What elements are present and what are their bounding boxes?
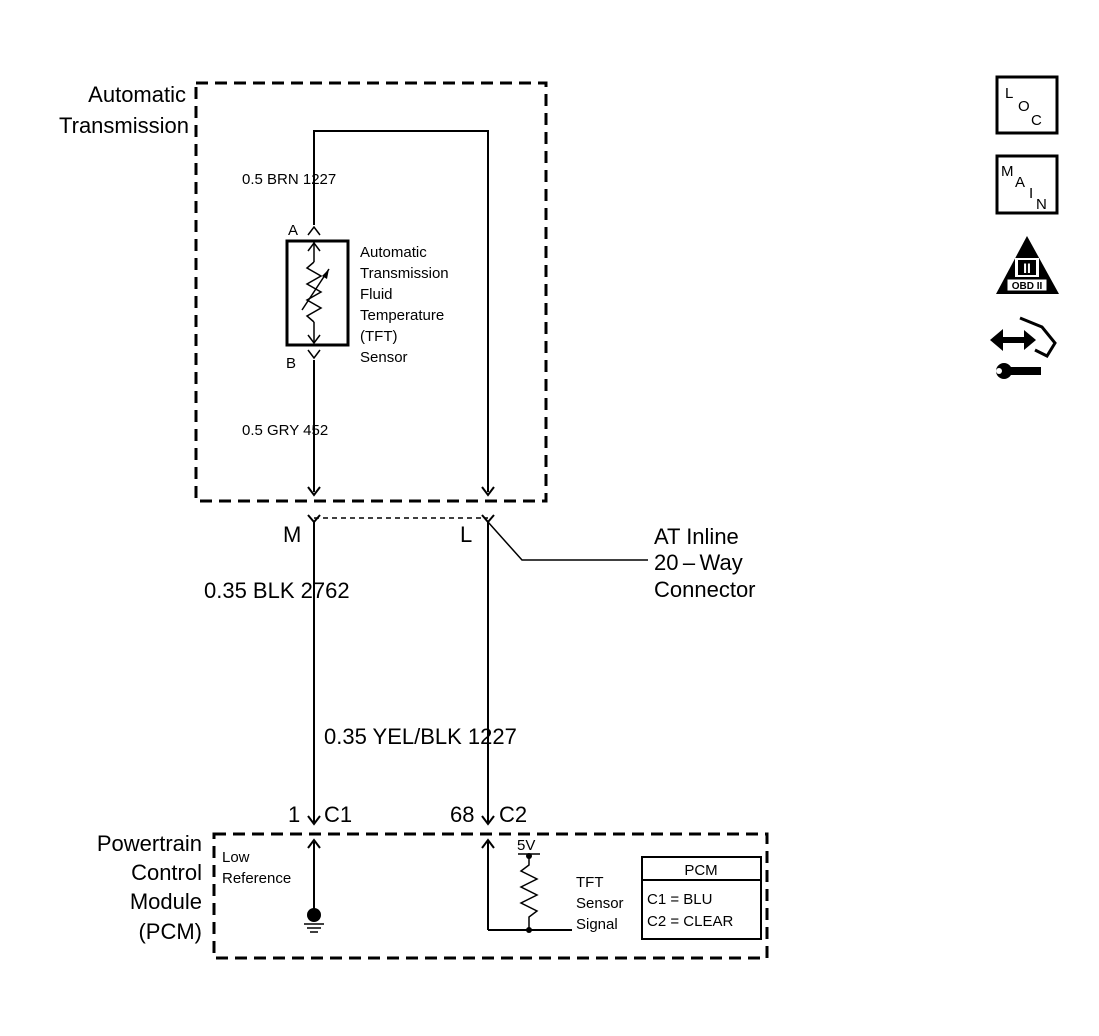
pcm-pin-c1-chevron bbox=[307, 815, 321, 826]
pcm-pin-c2-chevron bbox=[481, 815, 495, 826]
voltage-label: 5V bbox=[517, 837, 535, 854]
svg-text:Sensor: Sensor bbox=[576, 895, 624, 912]
main-icon[interactable]: M A I N bbox=[995, 154, 1059, 215]
pcm-pin-68: 68 bbox=[450, 802, 474, 827]
svg-text:Automatic: Automatic bbox=[360, 244, 427, 261]
low-reference-line2: Reference bbox=[222, 870, 291, 887]
service-tool-icon[interactable] bbox=[990, 316, 1057, 379]
svg-text:A: A bbox=[1015, 174, 1025, 191]
arrow-l-down bbox=[481, 486, 495, 497]
svg-text:Module: Module bbox=[130, 889, 202, 914]
svg-text:Transmission: Transmission bbox=[360, 265, 449, 282]
tft-signal-circuit bbox=[481, 838, 572, 933]
low-reference-line1: Low bbox=[222, 849, 250, 866]
obd-ii-icon[interactable]: II OBD II bbox=[996, 236, 1059, 294]
pcm-table-row-2: C2 = CLEAR bbox=[647, 913, 733, 930]
svg-text:TFT: TFT bbox=[576, 874, 604, 891]
svg-text:II: II bbox=[1023, 260, 1031, 276]
svg-text:Sensor: Sensor bbox=[360, 349, 408, 366]
svg-text:Temperature: Temperature bbox=[360, 307, 444, 324]
pcm-conn-c1: C1 bbox=[324, 802, 352, 827]
pin-b-chevron bbox=[307, 349, 321, 360]
wire-label-brn: 0.5 BRN 1227 bbox=[242, 171, 336, 188]
svg-text:I: I bbox=[1029, 185, 1033, 202]
wire-label-gry: 0.5 GRY 452 bbox=[242, 422, 328, 439]
svg-text:L: L bbox=[1005, 85, 1013, 102]
connector-leader bbox=[487, 521, 648, 561]
svg-text:20 – Way: 20 – Way bbox=[654, 550, 743, 575]
brn-wire-loop bbox=[313, 130, 489, 492]
svg-text:O: O bbox=[1018, 98, 1030, 115]
svg-text:N: N bbox=[1036, 196, 1047, 213]
svg-text:Fluid: Fluid bbox=[360, 286, 393, 303]
pcm-conn-c2: C2 bbox=[499, 802, 527, 827]
transmission-boundary bbox=[194, 81, 548, 503]
transmission-label-line2: Transmission bbox=[59, 113, 189, 138]
svg-text:M: M bbox=[1001, 163, 1014, 180]
svg-text:AT Inline: AT Inline bbox=[654, 524, 739, 549]
svg-text:Connector: Connector bbox=[654, 577, 756, 602]
pin-m-label: M bbox=[283, 522, 301, 547]
pin-b-label: B bbox=[286, 355, 296, 372]
svg-text:(TFT): (TFT) bbox=[360, 328, 397, 345]
svg-text:C: C bbox=[1031, 112, 1042, 129]
pin-a-chevron bbox=[307, 225, 321, 236]
pcm-pin-1: 1 bbox=[288, 802, 300, 827]
wire-label-yel-blk: 0.35 YEL/BLK 1227 bbox=[324, 724, 517, 749]
low-reference-circuit bbox=[304, 838, 324, 933]
svg-text:Control: Control bbox=[131, 860, 202, 885]
arrow-m-down bbox=[307, 486, 321, 497]
tft-sensor-label: Automatic Transmission Fluid Temperature… bbox=[360, 244, 449, 366]
connector-label: AT Inline 20 – Way Connector bbox=[654, 524, 756, 602]
pcm-table-row-1: C1 = BLU bbox=[647, 891, 712, 908]
svg-text:(PCM): (PCM) bbox=[138, 919, 202, 944]
svg-text:OBD II: OBD II bbox=[1012, 281, 1043, 292]
pcm-connector-table: PCM C1 = BLU C2 = CLEAR bbox=[641, 856, 762, 940]
tft-signal-label: TFT Sensor Signal bbox=[576, 874, 624, 933]
tft-sensor-symbol bbox=[285, 239, 350, 347]
pcm-label: Powertrain Control Module (PCM) bbox=[97, 831, 202, 944]
pin-l-label: L bbox=[460, 522, 472, 547]
wire-label-blk: 0.35 BLK 2762 bbox=[204, 578, 350, 603]
loc-icon[interactable]: L O C bbox=[995, 75, 1059, 135]
pcm-table-title: PCM bbox=[684, 862, 717, 879]
svg-text:Signal: Signal bbox=[576, 916, 618, 933]
svg-text:Powertrain: Powertrain bbox=[97, 831, 202, 856]
transmission-label-line1: Automatic bbox=[88, 82, 186, 107]
pcm-boundary bbox=[212, 832, 769, 960]
pin-a-label: A bbox=[288, 222, 298, 239]
